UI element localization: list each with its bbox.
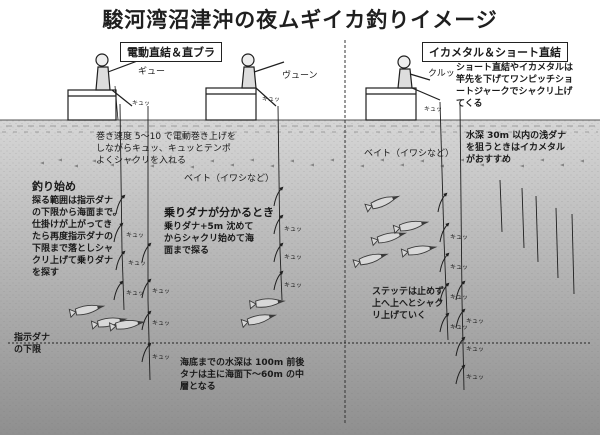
up-arrow-icon (439, 282, 450, 303)
up-arrow-icon (141, 310, 152, 331)
kyu-label: キュッ (450, 264, 469, 271)
speed-note: 巻き速度 5～10 で電動巻き上げを しながらキュッ、キュッとテンポ よくシャク… (96, 132, 236, 166)
kyu-label: キュッ (152, 354, 171, 361)
up-arrow-icon (273, 214, 284, 235)
squid-icon (240, 314, 278, 329)
angler-mid-icon (205, 53, 285, 121)
angler-right-icon (365, 55, 441, 121)
up-arrow-icon (141, 278, 152, 299)
motion-arrows (113, 186, 466, 385)
bait-school (40, 158, 584, 169)
kyu-label: キュッ (450, 294, 469, 301)
up-arrow-icon (273, 270, 284, 291)
kyu-label: キュッ (262, 96, 281, 103)
squid-icon (249, 298, 286, 310)
limit-label: 指示ダナ の下限 (14, 333, 51, 355)
squid-group (68, 195, 438, 332)
start-heading: 釣り始め (32, 180, 76, 193)
up-arrow-icon (439, 252, 450, 273)
kyu-label: キュッ (284, 254, 303, 261)
kyu-label: キュッ (126, 290, 145, 297)
up-arrow-icon (115, 194, 126, 215)
up-arrow-icon (141, 242, 152, 263)
squid-icon (108, 319, 146, 332)
up-arrow-icon (439, 222, 450, 243)
short-note: ショート直結やイカメタルは 竿先を下げてワンピッチショ ートジャークでシャクリ上… (456, 63, 574, 109)
sfx-mid: ヴューン (282, 71, 318, 81)
up-arrow-icon (455, 308, 466, 329)
up-arrow-icon (115, 250, 126, 271)
start-body: 探る範囲は指示ダナ の下限から海面まで。 仕掛けが上がってき たら再度指示ダナの… (32, 196, 122, 278)
up-arrow-icon (439, 312, 450, 333)
squid-icon (392, 220, 430, 235)
up-arrow-icon (113, 280, 124, 301)
squid-icon (68, 304, 106, 319)
up-arrow-icon (273, 242, 284, 263)
stop-note: ステッテは止めず 上へ上へとシャク リ上げていく (372, 287, 445, 321)
kyu-label: キュッ (450, 324, 469, 331)
found-body: 乗りダナ+5m 沈めて からシャクリ始めて海 面まで探る (164, 222, 255, 256)
kyu-label: キュッ (284, 282, 303, 289)
fishing-lines (119, 101, 575, 391)
up-arrow-icon (455, 280, 466, 301)
squid-icon (400, 245, 438, 258)
kyu-label: キュッ (128, 260, 147, 267)
squid-icon (370, 232, 408, 247)
bait-note-mid: ベイト（イワシなど） (184, 174, 275, 184)
kyu-label: キュッ (284, 226, 303, 233)
kyu-label: キュッ (126, 232, 145, 239)
bottom-note: 海底までの水深は 100m 前後 タナは主に海面下～60m の中 層となる (180, 358, 305, 392)
up-arrow-icon (455, 364, 466, 385)
kyu-label: キュッ (132, 100, 151, 107)
kyu-label: キュッ (424, 106, 443, 113)
sfx-left: ギュー (138, 67, 166, 77)
sfx-right: クルッ (428, 69, 455, 79)
kyu-label: キュッ (466, 318, 485, 325)
up-arrow-icon (437, 192, 448, 213)
kyu-label: キュッ (466, 374, 485, 381)
metal-note: 水深 30m 以内の浅ダナ を狙うときはイカメタル がおすすめ (466, 131, 567, 165)
bait-note-right: ベイト（イワシなど） (364, 149, 455, 159)
left-panel-heading: 電動直結＆直ブラ (120, 42, 222, 62)
angler-left-icon (67, 53, 141, 121)
kyu-label: キュッ (152, 320, 171, 327)
up-arrow-icon (455, 336, 466, 357)
page-title: 駿河湾沼津沖の夜ムギイカ釣りイメージ (102, 8, 498, 32)
squid-icon (352, 253, 389, 269)
kyu-label: キュッ (450, 234, 469, 241)
kyu-label: キュッ (466, 346, 485, 353)
up-arrow-icon (141, 342, 152, 363)
squid-icon (364, 195, 401, 213)
found-heading: 乗りダナが分かるとき (164, 206, 274, 219)
up-arrow-icon (113, 222, 124, 243)
up-arrow-icon (273, 186, 284, 207)
sea-texture (0, 120, 600, 435)
squid-icon (90, 317, 128, 330)
right-panel-heading: イカメタル＆ショート直結 (422, 42, 568, 62)
kyu-label: キュッ (152, 288, 171, 295)
